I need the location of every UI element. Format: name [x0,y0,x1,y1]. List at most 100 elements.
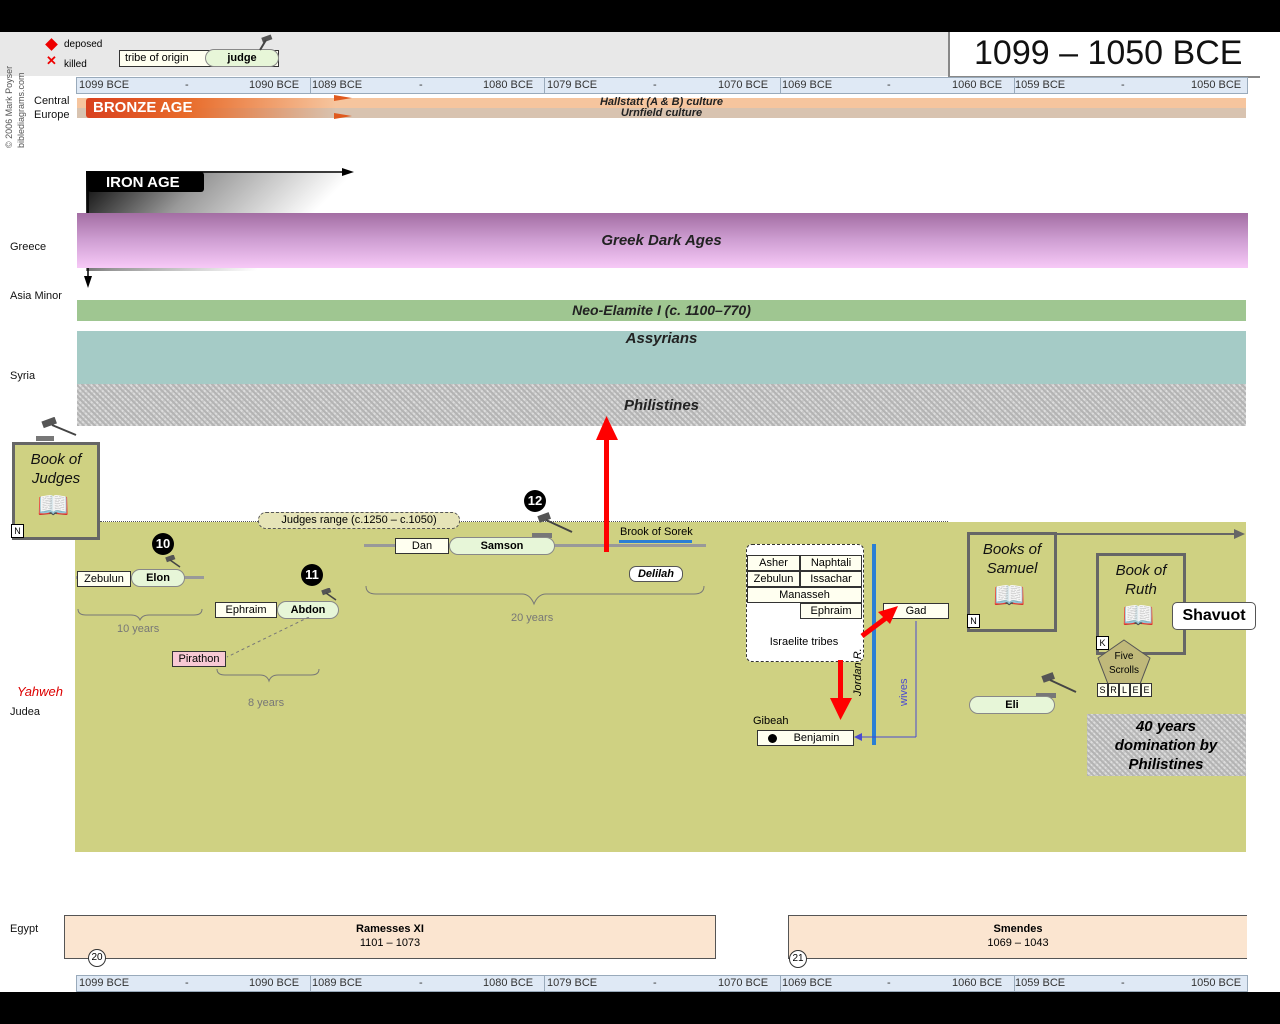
philistines-label: Philistines [623,397,700,414]
hallstatt-band [77,98,1246,108]
scale-divider [1014,976,1015,991]
urnfield-label: Urnfield culture [620,107,703,119]
scale-tick: 1090 BCE [249,977,300,989]
region-egypt: Egypt [10,923,39,935]
bronze-arrows [334,95,352,119]
elamite-band [77,300,1246,321]
scale-tick: 1099 BCE [79,79,130,91]
greek-dark-ages-label: Greek Dark Ages [601,232,722,249]
scale-tick: 1080 BCE [483,977,534,989]
region-syria: Syria [10,370,36,382]
scale-tick: 1060 BCE [952,977,1003,989]
gibeah-label: Gibeah [753,715,789,727]
bronze-age-bar [86,98,336,118]
scale-tick: - [419,977,423,989]
assyrians-label: Assyrians [625,330,698,347]
book-of-ruth: Book of Ruth [1096,553,1186,655]
gibeah-city-icon [768,734,777,743]
wives-link [854,621,917,741]
scale-tick: 1069 BCE [782,977,833,989]
shavuot-label: Shavuot [1172,602,1256,630]
legend-judge: judge [205,49,279,67]
scale-tick: 1079 BCE [547,79,598,91]
timeline-canvas: © 2006 Mark Poyser biblediagrams.com dep… [0,32,1280,992]
book-icon: 📖 [37,490,70,520]
samson-tribe: Dan [395,538,449,554]
scale-tick: 1089 BCE [312,977,363,989]
region-central-europe: Central Europe [34,95,70,121]
gavel-icon [36,417,77,441]
dynasty-20: 20 [88,949,106,967]
gavel-icon [165,555,181,568]
legend-deposed: deposed [64,39,103,50]
scale-divider [780,78,781,93]
philistine-arrow [596,416,618,552]
greek-dark-ages-band [77,213,1248,268]
jordan-river [872,544,876,745]
tribe-asher: Asher [747,555,800,571]
pirathon-town: Pirathon [172,651,226,667]
legend-strip: © 2006 Mark Poyser biblediagrams.com dep… [0,32,1260,148]
scale-tick: - [887,79,891,91]
five-scrolls-label: Five Scrolls [1108,651,1139,676]
scale-tick: - [1121,79,1125,91]
dynasty-21: 21 [789,950,807,968]
judges-range: Judges range (c.1250 – c.1050) [258,512,460,529]
judges-n-marker: N [11,524,24,538]
samuel-arrow [1052,529,1245,539]
benjamin-arrow [830,660,852,720]
iron-age-label: IRON AGE [106,174,180,191]
scale-divider [780,976,781,991]
page-title: 1099 – 1050 BCE [948,32,1260,78]
eli-judge: Eli [969,696,1055,714]
tribe-issachar: Issachar [800,571,862,587]
philistines-band [77,384,1246,426]
scale-tick: - [887,977,891,989]
region-greece: Greece [10,241,47,253]
abdon-years: 8 years [248,697,285,709]
scale-tick: 1099 BCE [79,977,130,989]
tribe-benjamin: Benjamin [757,730,854,746]
samson-brace [365,585,705,606]
book-icon: 📖 [1122,600,1155,630]
scale-tick: 1059 BCE [1015,79,1066,91]
judea-top-line [100,521,948,522]
gavel-icon [321,588,337,601]
delilah-label: Delilah [629,566,683,582]
scale-tick: 1050 BCE [1191,79,1242,91]
abdon-tribe: Ephraim [215,602,277,618]
gavel-icon [532,512,573,538]
elamite-label: Neo-Elamite I (c. 1100–770) [572,302,751,318]
legend-tribe-of-origin: tribe of origin [125,52,189,64]
scale-tick: 1089 BCE [312,79,363,91]
scale-tick: 1070 BCE [718,977,769,989]
tribe-naphtali: Naphtali [800,555,862,571]
killed-icon: ✕ [46,53,57,68]
scale-tick: 1090 BCE [249,79,300,91]
philistine-domination [1087,714,1246,776]
urnfield-band [77,108,1246,118]
scale-tick: - [419,79,423,91]
legend-killed: killed [64,59,87,70]
scale-divider [544,976,545,991]
judge-number-11: 11 [301,564,323,586]
scale-divider [1014,78,1015,93]
iron-age-bar [88,172,204,192]
elon-tribe: Zebulun [77,571,131,587]
scale-divider [544,78,545,93]
philistine-domination-label: 40 years domination by Philistines [1114,718,1218,773]
assyrians-band [77,331,1246,384]
elon-brace [77,608,203,621]
bronze-age-label: BRONZE AGE [93,99,193,116]
scale-tick: - [185,79,189,91]
pirathon-link [216,617,320,683]
scale-tick: - [653,977,657,989]
ruth-k-marker: K [1096,636,1109,650]
scale-tick: 1060 BCE [952,79,1003,91]
scale-tick: 1070 BCE [718,79,769,91]
abdon-judge: Abdon [277,601,339,619]
scale-tick: - [653,79,657,91]
scale-tick: 1059 BCE [1015,977,1066,989]
